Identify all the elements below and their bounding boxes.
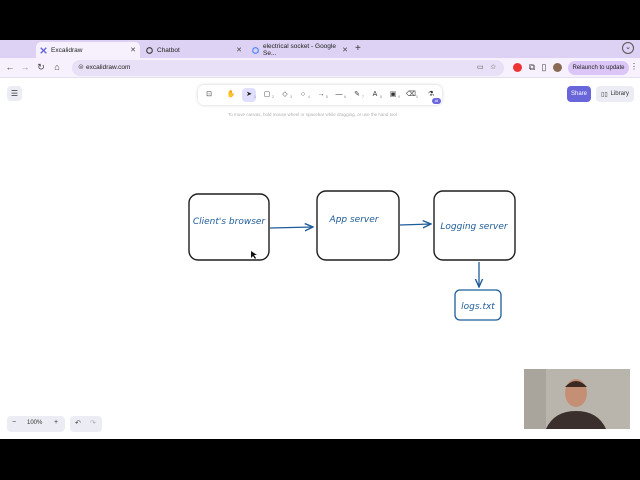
text-icon: A [372,91,378,98]
tool-more[interactable]: ⚗ [424,88,438,102]
presenter-video-image [524,369,630,429]
arrow-app-to-logging[interactable] [399,224,431,225]
share-button[interactable]: Share [567,86,591,102]
node-label: App server [329,215,380,225]
new-tab-icon[interactable]: + [355,43,361,54]
webcam-video-overlay [524,369,630,429]
tool-ellipse[interactable]: ○4 [296,88,310,102]
node-label: logs.txt [461,302,495,312]
close-icon[interactable]: ✕ [130,47,136,54]
library-label: Library [610,91,629,97]
close-icon[interactable]: ✕ [236,47,242,54]
ellipse-icon: ○ [300,91,306,98]
tool-lock[interactable]: ⊡ [202,88,216,102]
diagram: Client's browser App server Logging serv… [188,190,516,321]
relaunch-button[interactable]: Relaunch to update [568,61,629,75]
diamond-icon: ◇ [282,91,288,98]
canvas-hint: To move canvas, hold mouse wheel or spac… [228,112,397,117]
tool-line[interactable]: —6 [332,88,347,102]
rectangle-icon: ▢ [263,91,271,98]
zoom-in-icon[interactable]: + [54,419,59,426]
library-button[interactable]: ▯▯ Library [596,86,634,102]
tool-rectangle[interactable]: ▢2 [260,88,274,102]
main-menu-icon[interactable]: ☰ [7,86,22,101]
arrow-icon: → [317,91,325,98]
tool-shortcut: 9 [398,95,400,99]
tool-hand[interactable]: ✋ [224,88,238,102]
site-info-icon[interactable]: ⊜ [78,64,84,71]
tool-selection[interactable]: ➤1 [242,88,256,102]
sidebar-panel-icon[interactable]: ▯ [541,62,547,72]
node-label: Logging server [440,222,509,232]
tool-arrow[interactable]: →5 [314,88,329,102]
tool-shortcut: 6 [344,95,346,99]
browser-tab-bar: Excalidraw ✕ Chatbot ✕ electrical socket… [0,40,640,58]
node-client-browser[interactable]: Client's browser [188,193,270,261]
bookmark-star-icon[interactable]: ☆ [490,64,497,71]
tab-label: Excalidraw [51,46,83,54]
google-favicon-icon [252,46,259,54]
tool-diamond[interactable]: ◇3 [278,88,292,102]
browser-toolbar: ← → ↻ ⌂ ⊜ excalidraw.com ▭ ☆ ⧉ ▯ Relaunc… [0,58,640,78]
tool-shortcut: 3 [290,95,292,99]
address-bar[interactable]: ⊜ excalidraw.com ▭ ☆ [72,60,504,76]
arrow-client-to-app[interactable] [269,227,313,228]
node-label: Client's browser [193,217,267,227]
mouse-cursor-icon [251,251,257,259]
cast-icon[interactable]: ▭ [477,64,484,71]
tool-shortcut: 7 [362,95,364,99]
tool-shortcut: 2 [272,95,274,99]
hand-icon: ✋ [226,91,236,98]
tab-label: electrical socket - Google Se... [263,43,336,57]
profile-avatar[interactable] [553,63,562,72]
browser-menu-icon[interactable]: ⋮ [630,62,638,71]
more-tools-icon: ⚗ [427,91,435,98]
tool-shortcut: 0 [416,95,418,99]
tool-shortcut: 1 [254,95,256,99]
tool-image[interactable]: ▣9 [386,88,400,102]
zoom-out-icon[interactable]: − [12,419,17,426]
home-icon[interactable]: ⌂ [54,62,60,72]
tab-label: Chatbot [157,46,180,54]
excalidraw-favicon-icon [40,46,47,54]
tool-eraser[interactable]: ⌫0 [404,88,418,102]
tool-draw[interactable]: ✎7 [350,88,364,102]
lock-icon: ⊡ [206,91,212,98]
node-app-server[interactable]: App server [316,190,400,261]
tab-search-icon[interactable]: ⌄ [622,42,634,54]
forward-icon[interactable]: → [20,62,30,72]
zoom-level[interactable]: 100% [27,420,43,426]
back-icon[interactable]: ← [5,62,15,72]
tool-shortcut: 4 [308,95,310,99]
image-icon: ▣ [389,91,397,98]
node-logging-server[interactable]: Logging server [433,190,516,261]
pointer-icon: ➤ [246,91,252,98]
tool-shortcut: 8 [380,95,382,99]
tool-shortcut: 5 [326,95,328,99]
top-letterbox [0,0,640,40]
eraser-icon: ⌫ [406,91,416,98]
extensions-icon[interactable]: ⧉ [528,62,536,72]
tab-excalidraw[interactable]: Excalidraw ✕ [36,42,140,58]
chatbot-favicon-icon [146,46,153,54]
close-icon[interactable]: ✕ [342,47,348,54]
node-logs-txt[interactable]: logs.txt [454,289,502,321]
pencil-icon: ✎ [354,91,360,98]
url-text: excalidraw.com [86,64,131,71]
extension-red-icon[interactable] [513,63,522,72]
redo-icon[interactable]: ↷ [90,420,96,427]
tab-chatbot[interactable]: Chatbot ✕ [142,42,246,58]
zoom-controls: − 100% + [7,416,65,432]
ai-badge: AI [432,98,441,104]
undo-icon[interactable]: ↶ [75,420,81,427]
reload-icon[interactable]: ↻ [37,62,45,72]
book-icon: ▯▯ [601,91,608,98]
undo-redo-controls: ↶ ↷ [70,416,102,432]
bottom-letterbox [0,439,640,480]
tab-google-search[interactable]: electrical socket - Google Se... ✕ [248,42,352,58]
line-icon: — [335,91,343,98]
